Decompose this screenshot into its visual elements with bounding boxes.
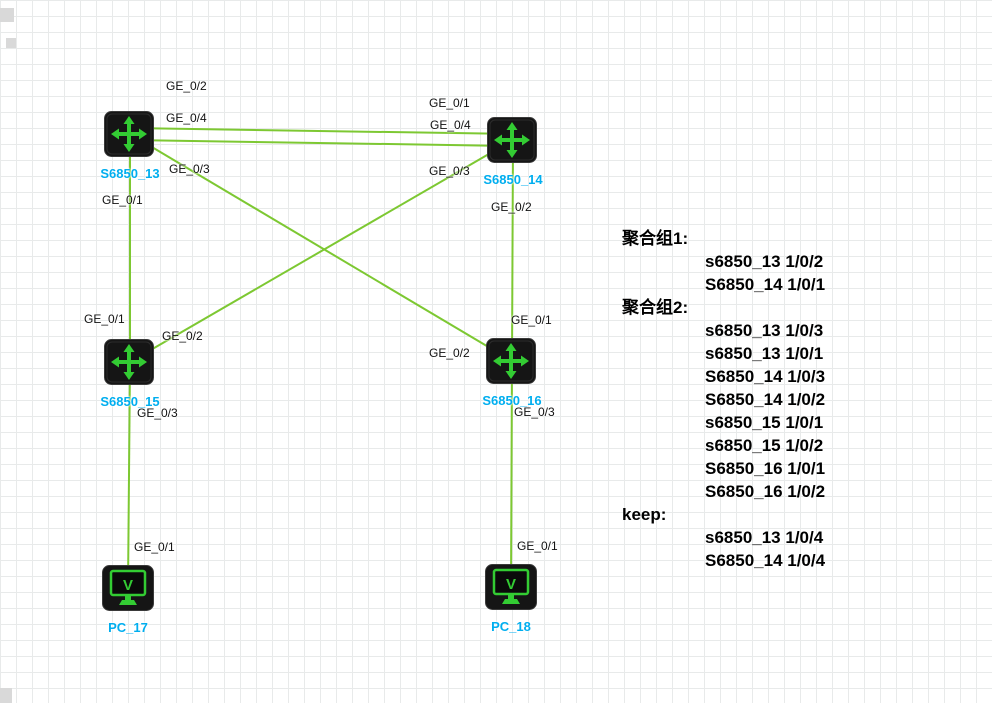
port-label: GE_0/1 — [134, 540, 175, 554]
link-S6850_13-GE_0-2--S6850_14-GE_0-1[interactable] — [130, 127, 514, 136]
note-entry: S6850_14 1/0/1 — [705, 275, 826, 294]
device-S6850_13[interactable] — [104, 111, 156, 157]
note-entry: s6850_15 1/0/2 — [705, 436, 824, 455]
port-label: GE_0/2 — [491, 200, 532, 214]
device-S6850_16[interactable] — [486, 338, 538, 384]
canvas-artifact — [0, 8, 14, 22]
device-label-S6850_15: S6850_15 — [100, 394, 160, 409]
port-label: GE_0/3 — [137, 406, 178, 420]
device-label-S6850_16: S6850_16 — [482, 393, 542, 408]
device-S6850_14[interactable] — [487, 117, 539, 163]
port-label: GE_0/2 — [166, 79, 207, 93]
link-S6850_15-GE_0-3--PC_17-GE_0-1[interactable] — [127, 361, 131, 589]
canvas-artifact — [0, 688, 12, 703]
port-label: GE_0/1 — [517, 539, 558, 553]
device-label-S6850_13: S6850_13 — [100, 166, 160, 181]
note-entry: S6850_14 1/0/3 — [705, 367, 826, 386]
note-entry: s6850_15 1/0/1 — [705, 413, 824, 432]
device-PC_18[interactable]: V — [485, 564, 537, 610]
note-header: keep: — [622, 505, 667, 524]
note-header: 聚合组1: — [622, 229, 689, 248]
port-label: GE_0/2 — [162, 329, 203, 343]
link-S6850_14-GE_0-2--S6850_16-GE_0-1[interactable] — [511, 139, 514, 362]
link-S6850_13-GE_0-4--S6850_14-GE_0-4[interactable] — [129, 138, 513, 147]
port-label: GE_0/1 — [102, 193, 143, 207]
device-label-PC_18: PC_18 — [491, 619, 531, 634]
note-entry: S6850_14 1/0/2 — [705, 390, 826, 409]
note-entry: S6850_16 1/0/2 — [705, 482, 826, 501]
link-S6850_14-GE_0-3--S6850_15-GE_0-2[interactable] — [129, 139, 514, 363]
note-entry: s6850_13 1/0/4 — [705, 528, 824, 547]
port-label: GE_0/3 — [169, 162, 210, 176]
port-label: GE_0/4 — [166, 111, 207, 125]
switch-cross-arrows-icon — [487, 117, 537, 163]
switch-cross-arrows-icon — [104, 111, 154, 157]
port-label: GE_0/3 — [514, 405, 555, 419]
switch-cross-arrows-icon — [104, 339, 154, 385]
note-header: 聚合组2: — [622, 298, 689, 317]
link-S6850_13-GE_0-3--S6850_16-GE_0-2[interactable] — [129, 133, 513, 362]
device-label-S6850_14: S6850_14 — [483, 172, 543, 187]
note-entry: s6850_13 1/0/3 — [705, 321, 824, 340]
device-S6850_15[interactable] — [104, 339, 156, 385]
note-entry: s6850_13 1/0/1 — [705, 344, 824, 363]
device-label-PC_17: PC_17 — [108, 620, 148, 635]
port-label: GE_0/1 — [429, 96, 470, 110]
pc-monitor-icon: V — [102, 565, 154, 611]
port-label: GE_0/4 — [430, 118, 471, 132]
link-S6850_16-GE_0-3--PC_18-GE_0-1[interactable] — [510, 360, 513, 588]
port-label: GE_0/2 — [429, 346, 470, 360]
svg-text:V: V — [123, 577, 133, 594]
note-entry: s6850_13 1/0/2 — [705, 252, 824, 271]
port-label: GE_0/1 — [511, 313, 552, 327]
canvas-artifact — [6, 38, 16, 48]
switch-cross-arrows-icon — [486, 338, 536, 384]
note-entry: S6850_14 1/0/4 — [705, 551, 826, 570]
pc-monitor-icon: V — [485, 564, 537, 610]
port-label: GE_0/1 — [84, 312, 125, 326]
port-label: GE_0/3 — [429, 164, 470, 178]
note-entry: S6850_16 1/0/1 — [705, 459, 826, 478]
svg-text:V: V — [506, 576, 516, 593]
device-PC_17[interactable]: V — [102, 565, 154, 611]
